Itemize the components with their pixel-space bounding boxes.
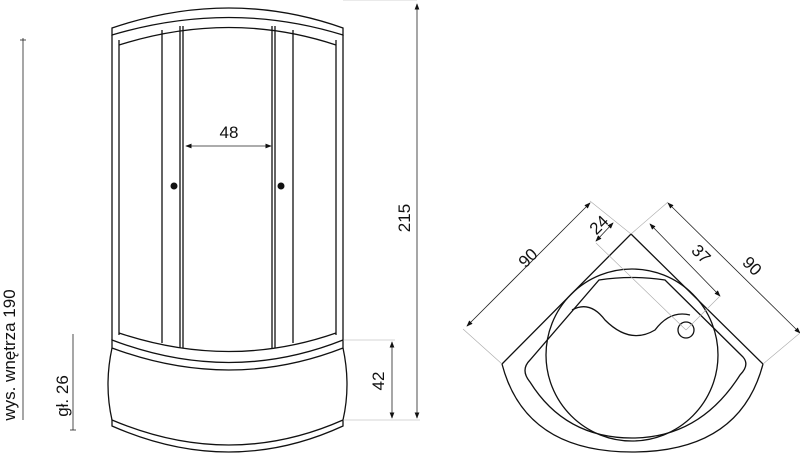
label-side-left: 90 <box>515 245 542 272</box>
label-inner-height: wys. wnętrza 190 <box>0 289 19 421</box>
front-view <box>20 0 420 453</box>
door-handle-right <box>277 182 285 190</box>
door-handle-left <box>170 182 178 190</box>
dimension-90-right <box>667 202 800 334</box>
tray-apron <box>107 347 348 421</box>
dimension-37 <box>649 223 721 297</box>
label-total-height: 215 <box>395 204 414 232</box>
door-panels <box>161 26 294 348</box>
tray-inner <box>524 276 747 439</box>
tray-base <box>111 419 344 453</box>
tray-rim <box>111 339 344 371</box>
label-side-right: 90 <box>738 253 765 280</box>
label-tray-depth: gł. 26 <box>53 375 72 417</box>
plan-view <box>462 200 800 453</box>
dimension-90-left <box>466 202 591 327</box>
label-tray-height: 42 <box>369 372 388 391</box>
seat-curve <box>571 306 691 337</box>
roof-arc <box>111 7 344 36</box>
cabin-frame <box>111 35 344 340</box>
dimension-24 <box>595 222 614 242</box>
tray-bowl <box>545 268 719 442</box>
label-door-width: 48 <box>220 123 239 142</box>
tray-outline <box>501 233 764 453</box>
